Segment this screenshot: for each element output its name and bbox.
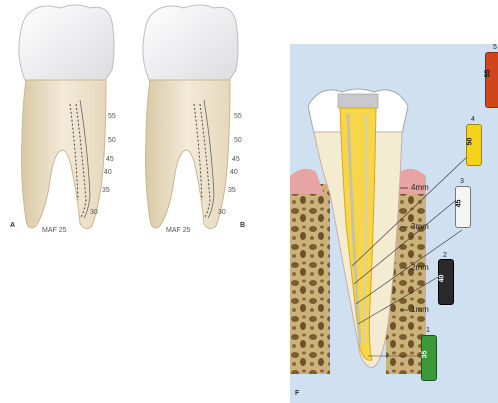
size-label: 45	[106, 156, 114, 163]
file-number: 2	[443, 252, 447, 259]
mm-label: 2mm	[411, 263, 429, 272]
file-size-label: 50	[466, 138, 473, 146]
file-5	[485, 52, 498, 108]
size-label: 30	[218, 209, 226, 216]
panel-letter: F	[295, 390, 299, 397]
file-size-label: 55	[484, 70, 491, 78]
file-number: 4	[471, 116, 475, 123]
mm-label: 1mm	[411, 305, 429, 314]
file-number: 3	[460, 178, 464, 185]
size-label: 55	[108, 113, 116, 120]
tooth-b-illustration	[130, 0, 260, 240]
size-label: 50	[108, 137, 116, 144]
size-label: 40	[230, 169, 238, 176]
size-label: 40	[104, 169, 112, 176]
file-sequence-panel: 4mm 3mm 2mm 1mm 5 55 4 50 3 45 2 40 1 35…	[290, 44, 498, 403]
panel-letter: B	[240, 222, 245, 229]
size-label: 35	[102, 187, 110, 194]
mm-label: 4mm	[411, 183, 429, 192]
size-label: 45	[232, 156, 240, 163]
tooth-a-illustration	[0, 0, 130, 240]
file-number: 1	[426, 327, 430, 334]
maf-label: MAF 25	[166, 227, 191, 234]
file-size-label: 45	[455, 200, 462, 208]
file-size-label: 40	[438, 275, 445, 283]
size-label: 35	[228, 187, 236, 194]
size-label: 50	[234, 137, 242, 144]
size-label: 30	[90, 209, 98, 216]
panel-letter: A	[10, 222, 15, 229]
size-label: 55	[234, 113, 242, 120]
file-size-label: 35	[421, 351, 428, 359]
bone-left	[290, 184, 330, 374]
file-number: 5	[493, 44, 497, 51]
maf-label: MAF 25	[42, 227, 67, 234]
mm-label: 3mm	[411, 222, 429, 231]
tooth-panel-b: 55 50 45 40 35 30 MAF 25 B	[130, 0, 260, 240]
tooth-panel-a: 55 50 45 40 35 30 A MAF 25	[0, 0, 130, 240]
